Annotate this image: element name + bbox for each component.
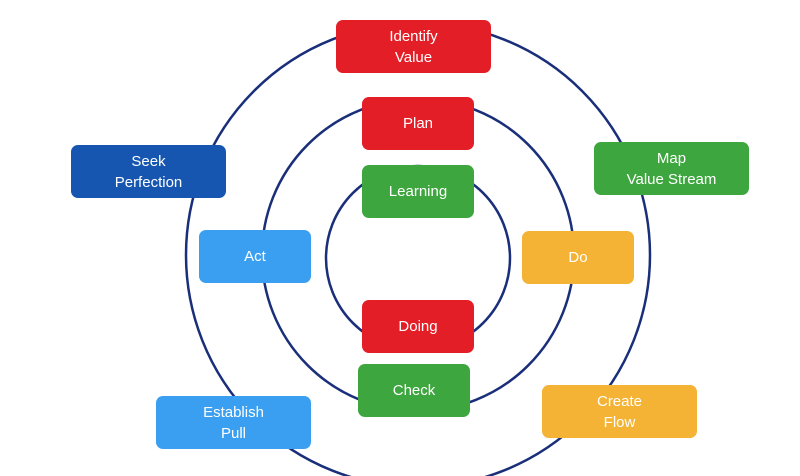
establish-pull-box: Establish Pull	[156, 396, 311, 449]
check-label: Check	[392, 382, 436, 399]
act-box: Act	[199, 230, 311, 283]
learning-label: Learning	[388, 183, 448, 200]
map-value-stream-box: Map Value Stream	[594, 142, 749, 195]
plan-label: Plan	[402, 115, 434, 132]
seek-perfection-label: Seek Perfection	[114, 152, 183, 191]
identify-value-box: Identify Value	[336, 20, 491, 73]
identify-value-label: Identify Value	[389, 27, 438, 66]
do-box: Do	[522, 231, 634, 284]
establish-pull-label: Establish Pull	[203, 403, 264, 442]
create-flow-label: Create Flow	[596, 392, 643, 431]
plan-box: Plan	[362, 97, 474, 150]
doing-box: Doing	[362, 300, 474, 353]
map-value-stream-label: Map Value Stream	[626, 149, 717, 188]
seek-perfection-box: Seek Perfection	[71, 145, 226, 198]
act-label: Act	[244, 248, 266, 265]
create-flow-box: Create Flow	[542, 385, 697, 438]
doing-label: Doing	[398, 318, 438, 335]
check-box: Check	[358, 364, 470, 417]
learning-box: Learning	[362, 165, 474, 218]
do-label: Do	[568, 249, 588, 266]
